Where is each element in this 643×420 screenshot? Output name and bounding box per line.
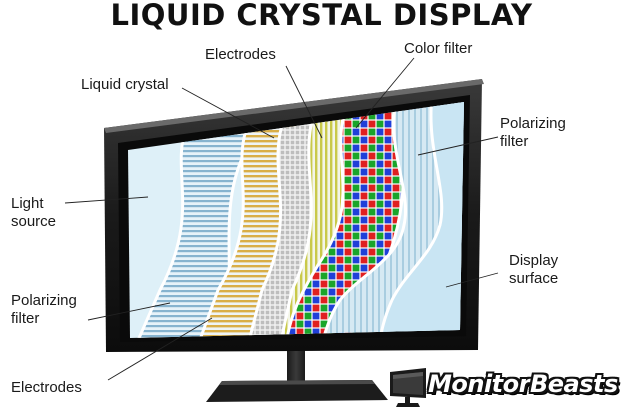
brand-name-part2: Beasts bbox=[529, 370, 618, 398]
brand-logo: MonitorBeasts bbox=[386, 366, 638, 410]
label-electrodes-bottom: Electrodes bbox=[11, 379, 82, 396]
label-liquid-crystal: Liquid crystal bbox=[81, 76, 169, 93]
monitor-logo-icon bbox=[390, 368, 426, 407]
label-display-surface: Display surface bbox=[509, 252, 559, 287]
leader-lines bbox=[64, 57, 499, 381]
label-polarizing-filter-left: Polarizing filter bbox=[11, 292, 77, 327]
screen-layers bbox=[128, 102, 464, 338]
diagram-title: LIQUID CRYSTAL DISPLAY bbox=[110, 0, 533, 32]
label-electrodes-top: Electrodes bbox=[205, 46, 276, 63]
label-polarizing-filter-right: Polarizing filter bbox=[500, 115, 566, 150]
label-light-source: Light source bbox=[11, 195, 57, 230]
label-color-filter: Color filter bbox=[404, 40, 473, 57]
monitor-stand bbox=[206, 340, 388, 402]
brand-name-part1: Monitor bbox=[428, 370, 530, 398]
brand-name: MonitorBeasts bbox=[428, 370, 618, 398]
